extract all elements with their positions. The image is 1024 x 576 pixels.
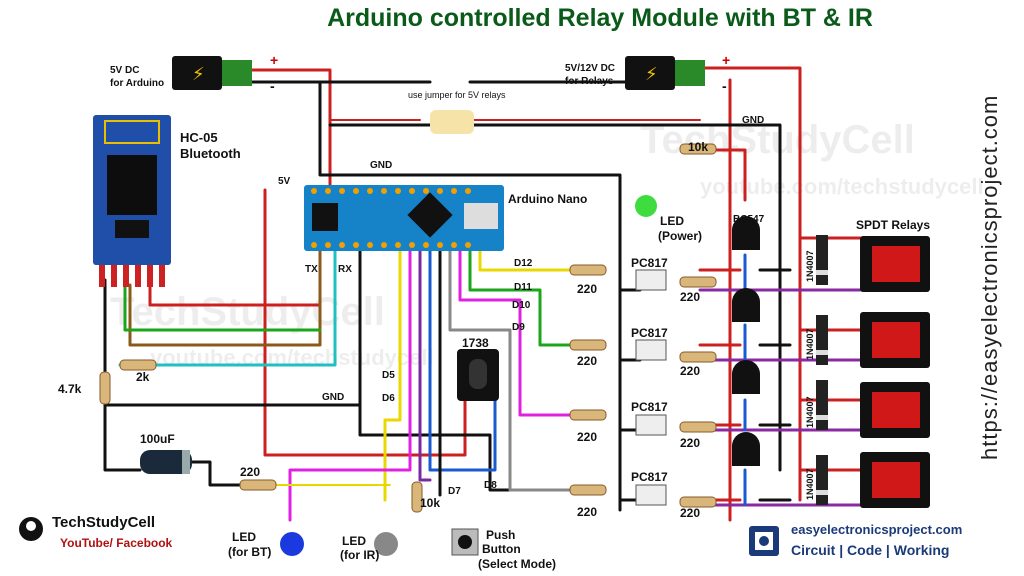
label-d5: D5 [382,370,395,381]
side-url: https://easyelectronicsproject.com [977,94,1002,460]
ir-led [374,532,398,556]
label-led-power-2: (Power) [658,229,703,243]
label-r220-8: 220 [680,506,701,520]
label-d8: D8 [484,480,497,491]
ir-receiver [457,349,499,401]
label-bluetooth: Bluetooth [180,146,241,161]
label-r220-3: 220 [577,430,598,444]
label-r220-6: 220 [680,364,701,378]
label-diode-3: 1N4007 [805,396,815,428]
label-rx: RX [338,264,352,275]
label-pc817-2: PC817 [631,326,668,340]
label-plus-relay: + [722,52,731,68]
brand-left-social: YouTube/ Facebook [60,536,173,550]
dc-jack-arduino: ⚡ [172,56,252,90]
label-led-power: LED [660,214,684,228]
label-minus-relay: - [722,78,727,94]
label-led-bt-2: (for BT) [228,545,272,559]
watermark-url: youtube.com/techstudycell [700,174,984,199]
hc05-module [93,115,171,287]
label-led-ir-2: (for IR) [340,548,380,562]
watermark-brand-left: TechStudyCell [110,290,385,334]
brand-right: easyelectronicsproject.com Circuit | Cod… [745,520,965,562]
page-title: Arduino controlled Relay Module with BT … [327,4,873,32]
label-cap: 100uF [140,432,175,446]
brand-logo-icon [19,517,43,541]
label-r220-7: 220 [680,436,701,450]
label-r220-4: 220 [577,505,598,519]
dc-jack-relay: ⚡ [625,56,705,90]
label-dc-relay-2: for Relays [565,76,614,87]
label-diode-1: 1N4007 [805,250,815,282]
svg-text:⚡: ⚡ [645,64,658,85]
label-bc547: BC547 [733,214,765,225]
label-d12: D12 [514,258,533,269]
label-d10: D10 [512,300,531,311]
label-d11: D11 [514,282,532,293]
brand-right-tagline: Circuit | Code | Working [791,542,950,558]
jumper [430,110,474,134]
label-dc-arduino: 5V DC [110,65,140,76]
label-d9: D9 [512,322,525,333]
label-5v: 5V [278,176,291,187]
bt-led [280,532,304,556]
label-led-ir: LED [342,534,366,548]
label-d7: D7 [448,486,461,497]
label-r220-bt: 220 [240,465,261,479]
label-ir: 1738 [462,336,489,350]
label-r220-1: 220 [577,282,598,296]
label-r47k: 4.7k [58,382,82,396]
label-pc817-3: PC817 [631,400,668,414]
brand-right-site: easyelectronicsproject.com [791,522,963,537]
label-dc-relay: 5V/12V DC [565,63,616,74]
label-push: Push [486,528,516,542]
label-dc-arduino-2: for Arduino [110,78,165,89]
label-pc817-1: PC817 [631,256,668,270]
label-spdt: SPDT Relays [856,218,931,232]
label-push-3: (Select Mode) [478,557,557,571]
arduino-nano-board [304,185,504,251]
label-gnd-mid: GND [370,160,393,171]
capacitor [140,450,192,474]
label-hc05: HC-05 [180,130,218,145]
label-r220-5: 220 [680,290,701,304]
label-jumper: use jumper for 5V relays [408,90,506,100]
label-gnd-left: GND [322,392,345,403]
label-diode-2: 1N4007 [805,328,815,360]
label-r2k: 2k [136,370,150,384]
power-led [635,195,657,217]
chip-logo-icon [749,526,779,556]
label-minus-arduino: - [270,78,275,94]
label-push-2: Button [482,542,521,556]
label-d6: D6 [382,393,395,404]
label-nano: Arduino Nano [508,192,588,206]
label-r220-2: 220 [577,354,598,368]
label-led-bt: LED [232,530,256,544]
label-r10k-top: 10k [688,140,709,154]
label-gnd-top: GND [742,115,765,126]
label-plus-arduino: + [270,52,279,68]
label-tx: TX [305,264,318,275]
label-r10k-bottom: 10k [420,496,441,510]
label-pc817-4: PC817 [631,470,668,484]
label-diode-4: 1N4007 [805,468,815,500]
svg-text:⚡: ⚡ [192,64,205,85]
push-button[interactable] [450,527,482,559]
brand-left-name: TechStudyCell [52,514,156,531]
